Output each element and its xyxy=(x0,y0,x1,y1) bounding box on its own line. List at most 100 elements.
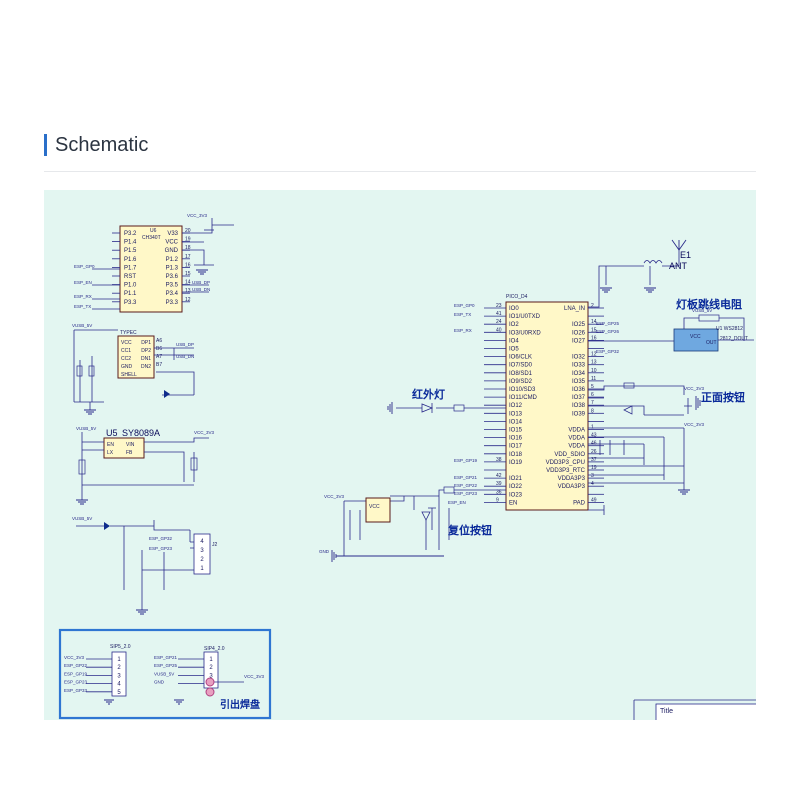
regulator-chip xyxy=(103,437,145,459)
esp-pin-label: IO10/SD3 xyxy=(509,387,536,393)
esp-pin-number: 14 xyxy=(591,319,597,325)
header-left-net: ESP_GP19 xyxy=(64,671,88,676)
header-right-vcc-net: VCC_3V3 xyxy=(244,674,265,679)
esp32-block: PICO_D4 IO023IO1/U0TXD41IO224IO3/U0RXD40… xyxy=(448,294,620,511)
esp-pin-number: 42 xyxy=(496,473,502,479)
reset-gnd-net: GND xyxy=(319,549,330,554)
front-button-block: VCC_3V3 正面按钮 xyxy=(588,382,745,416)
esp-pin-number: 39 xyxy=(496,481,502,487)
antenna-label: ANT xyxy=(669,261,688,271)
esp-pin-label: IO4 xyxy=(509,338,519,344)
ir-led-block: 红外灯 xyxy=(387,387,506,414)
regulator-u5-label: U5 xyxy=(106,428,118,438)
esp-pin-number: 40 xyxy=(496,327,502,333)
esp-pin-label: IO15 xyxy=(509,428,523,434)
typec-pin-label: DP1 xyxy=(141,340,151,346)
reset-vcc-net: VCC_3V3 xyxy=(324,494,345,499)
esp-pin-label: VDDA xyxy=(568,428,585,434)
ch340-pin-label: VCC xyxy=(165,240,178,246)
header-left-net: ESP_GP33 xyxy=(64,688,88,693)
ch340-chip xyxy=(119,225,183,313)
esp-pin-label: IO37 xyxy=(572,395,586,401)
esp-pin-number: 8 xyxy=(591,408,594,414)
typec-pin-number: A6 xyxy=(156,338,162,344)
ch340-pin-number: 18 xyxy=(185,245,191,251)
esp-pin-label: IO27 xyxy=(572,338,586,344)
esp-pin-number: 24 xyxy=(496,319,502,325)
esp-pin-label: IO1/U0TXD xyxy=(509,314,541,320)
esp-pin-label: PAD xyxy=(573,500,586,506)
esp-gp21-net: ESP_GP21 xyxy=(454,475,478,480)
caps-vcc-net: VCC_3V3 xyxy=(684,422,705,427)
esp-pin-label: IO8/SD1 xyxy=(509,371,533,377)
front-button-label: 正面按钮 xyxy=(701,390,745,404)
esp-gp0-net: ESP_GP0 xyxy=(454,303,475,308)
esp-pin-number: 26 xyxy=(591,449,597,455)
ch340-pin-number: 17 xyxy=(185,254,191,260)
heading-accent-bar xyxy=(44,134,47,156)
header-right-pin: 2 xyxy=(209,665,213,671)
esp-pin-number: 41 xyxy=(496,311,502,317)
ch340-pin-label: P1.0 xyxy=(124,283,137,289)
power-gp33-net: ESP_GP23 xyxy=(149,546,173,551)
ch340-pin-label: P3.6 xyxy=(166,274,179,280)
section-heading: Schematic xyxy=(44,132,148,158)
typec-pin-number: A7 xyxy=(156,354,162,360)
header-left-pin: 1 xyxy=(117,657,121,663)
regulator-part-label: SY8089A xyxy=(122,428,160,438)
esp-gp19-net: ESP_GP19 xyxy=(454,458,478,463)
esp-gp26-net: ESP_GP26 xyxy=(596,329,620,334)
schematic-svg: U6 CH340T P3.2P1.4P1.5P1.6P1.7RSTP1.0P1.… xyxy=(58,213,756,720)
reset-block: VCC_3V3 VCC 复位按钮 GND xyxy=(319,486,506,562)
esp-pin-number: 16 xyxy=(591,335,597,341)
power-header-ref: J2 xyxy=(212,542,218,548)
esp-pin-label: IO36 xyxy=(572,387,586,393)
typec-pin-label: CC2 xyxy=(121,356,131,362)
esp-pin-label: IO9/SD2 xyxy=(509,379,533,385)
esp-pin-label: IO25 xyxy=(572,322,586,328)
ch340-pin-label: P1.1 xyxy=(124,291,137,297)
esp-pin-label: VDD_SDIO xyxy=(554,452,585,458)
esp-gp25-net: ESP_GP25 xyxy=(596,321,620,326)
esp-pin-label: IO14 xyxy=(509,419,523,425)
esp-pin-label: VDD3P3_CPU xyxy=(546,460,585,466)
ws2812-vcc: VCC xyxy=(690,334,701,340)
ch340-pin-number: 14 xyxy=(185,280,191,286)
ch340-pin-label: P1.4 xyxy=(124,240,137,246)
typec-connector xyxy=(117,335,155,379)
header-left-net: ESP_GP22 xyxy=(64,663,88,668)
lamp-resistor-label: 灯板跳线电阻 xyxy=(676,297,742,311)
ws2812-block: 灯板跳线电阻 VUSB_5V U1 WS2812 VCC OUT 2812_DO… xyxy=(588,297,754,352)
esp-pin-number: 4 xyxy=(591,481,594,487)
title-block-label: Title xyxy=(660,708,673,715)
ch340-pin-label: P1.7 xyxy=(124,265,137,271)
typec-ref: TYPEC xyxy=(120,330,137,336)
esp-pin-number: 36 xyxy=(496,489,502,495)
esp-pin-label: IO39 xyxy=(572,411,586,417)
esp-pin-label: IO35 xyxy=(572,379,586,385)
typec-pin-label: SHELL xyxy=(121,372,137,378)
esp-pin-number: 11 xyxy=(591,376,596,382)
typec-pin-label: DN2 xyxy=(141,364,151,370)
ch340-pin-label: P3.2 xyxy=(124,231,137,237)
esp-pin-label: IO3/U0RXD xyxy=(509,330,541,336)
esp-pin-label: IO11/CMD xyxy=(509,395,538,401)
esp-pin-number: 43 xyxy=(591,433,597,439)
typec-usbdp-net: USB_DP xyxy=(176,342,194,347)
ch340-ref: U6 xyxy=(150,228,157,234)
header-left-net: ESP_GP23 xyxy=(64,680,88,685)
regulator-vusb-net: VUSB_5V xyxy=(76,426,96,431)
power-header-pin: 1 xyxy=(200,566,204,572)
typec-pin-label: VCC xyxy=(121,340,132,346)
typec-pin-label: CC1 xyxy=(121,348,131,354)
ch340-pin-label: P1.3 xyxy=(166,265,179,271)
header-right-ref: SIP4_2.0 xyxy=(204,646,225,652)
ch340-pin-number: 20 xyxy=(185,228,191,234)
ir-led-label: 红外灯 xyxy=(412,387,445,401)
ch340-pin-number: 16 xyxy=(185,262,191,268)
esp-pin-number: 10 xyxy=(591,368,597,374)
ch340-pin-number: 19 xyxy=(185,237,191,243)
esp-pin-number: 2 xyxy=(591,303,594,309)
ch340-pin-label: P1.6 xyxy=(124,257,137,263)
